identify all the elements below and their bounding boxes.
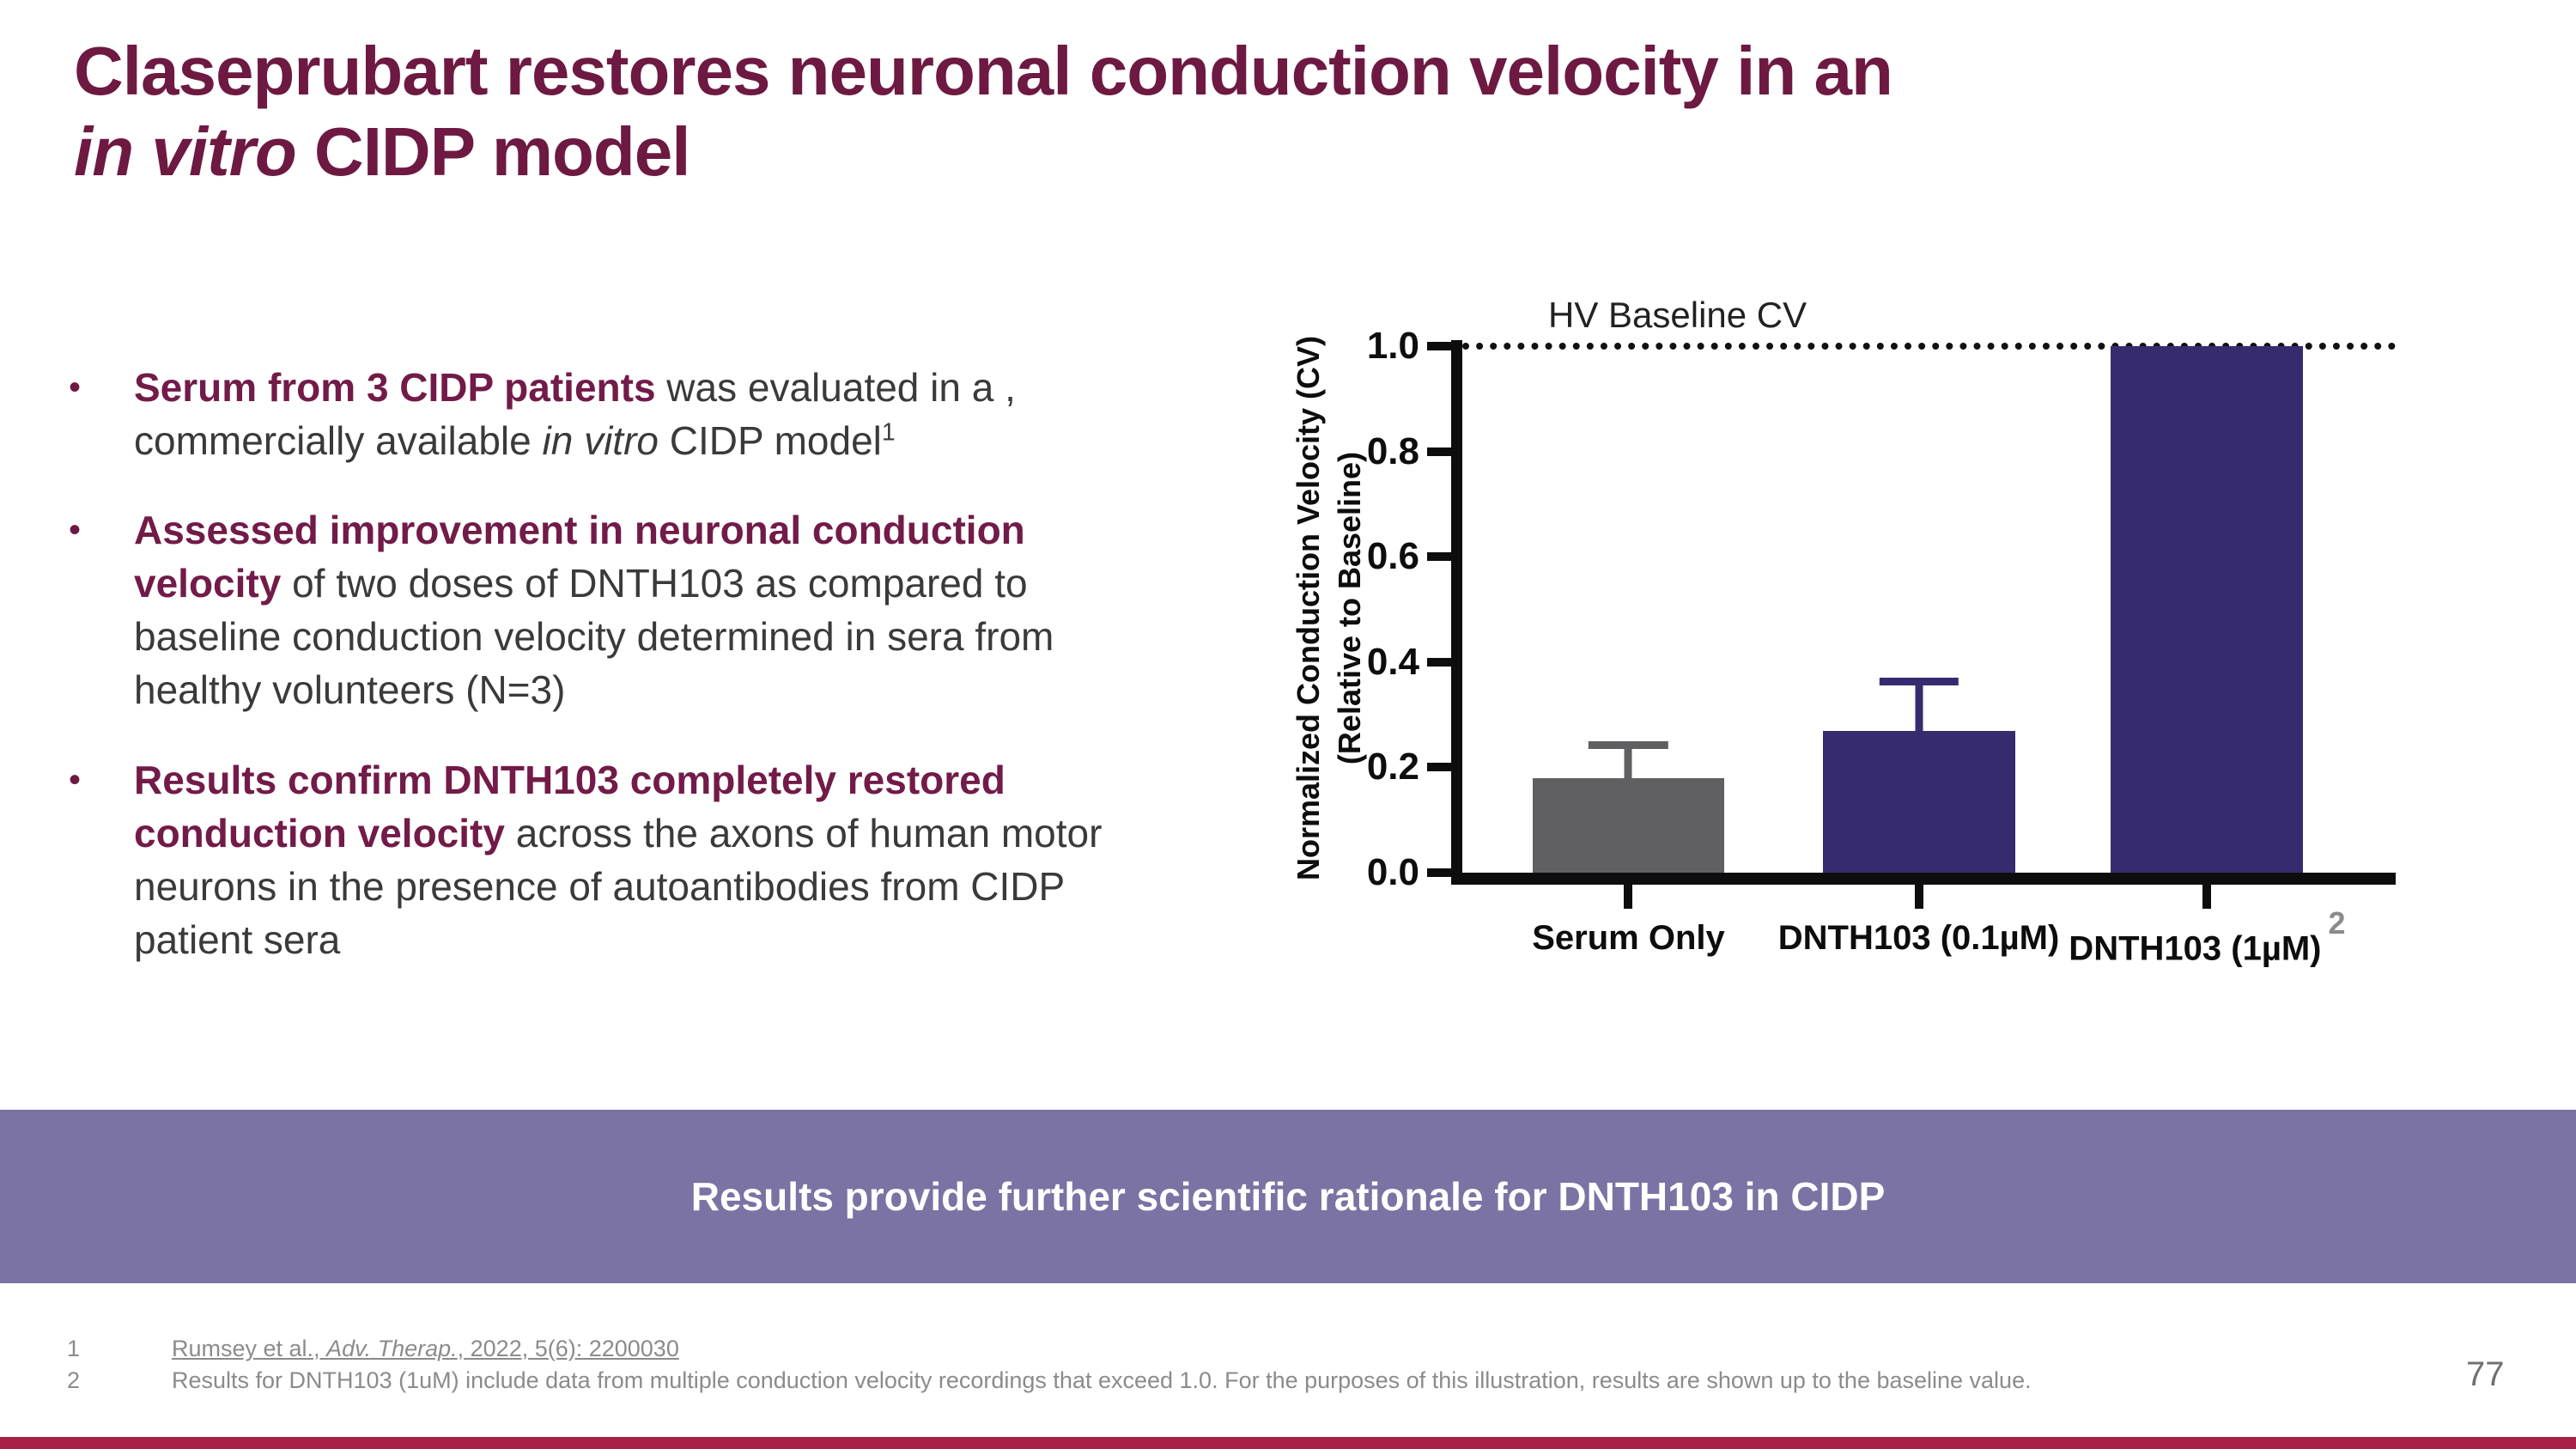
y-tick-label: 0.4 xyxy=(1366,640,1419,683)
x-axis-line xyxy=(1451,873,2396,885)
error-bar-cap xyxy=(1589,740,1668,749)
y-axis-tick xyxy=(1427,342,1451,350)
footnote-1-journal: Adv. Therap. xyxy=(326,1336,458,1361)
footnotes: 1 Rumsey et al., Adv. Therap., 2022, 5(6… xyxy=(67,1333,2032,1397)
error-bar-stem xyxy=(1915,678,1923,731)
x-label-superscript: 2 xyxy=(2328,904,2346,941)
bullet1-bold: Serum from 3 CIDP patients xyxy=(134,365,656,410)
bar-DNTH103 (0.1µM) xyxy=(1822,730,2015,873)
footnote-2-number: 2 xyxy=(67,1367,81,1394)
title-line2-italic: in vitro xyxy=(74,113,297,190)
title-line1: Claseprubart restores neuronal conductio… xyxy=(74,33,1893,109)
conduction-velocity-bar-chart: Normalized Conduction Velocity (CV) (Rel… xyxy=(1271,283,2507,979)
footnote-1-post: , 2022, 5(6): 2200030 xyxy=(457,1336,679,1361)
footnote-2-text: Results for DNTH103 (1uM) include data f… xyxy=(172,1367,2032,1394)
page-title: Claseprubart restores neuronal conductio… xyxy=(74,31,2521,192)
y-axis-title-line2: (Relative to Baseline) xyxy=(1332,451,1367,765)
bullet2-bold: Assessed improvement in neuronal conduct… xyxy=(134,508,1025,606)
bullet-dot: • xyxy=(69,511,82,550)
bullet-list: • Serum from 3 CIDP patients was evaluate… xyxy=(69,361,1159,1002)
bullet1-text2: CIDP model xyxy=(658,418,882,464)
x-category-label: DNTH103 (1µM)2 xyxy=(2069,904,2346,968)
error-bar-stem xyxy=(1624,740,1632,778)
y-axis-title-line1: Normalized Conduction Velocity (CV) xyxy=(1291,335,1327,881)
y-tick-label: 0.2 xyxy=(1366,746,1419,788)
bullet-item-3: • Results confirm DNTH103 completely rest… xyxy=(69,753,1130,966)
page-number: 77 xyxy=(2466,1355,2505,1393)
y-tick-label: 0.0 xyxy=(1366,851,1419,893)
title-line2-rest: CIDP model xyxy=(295,113,691,190)
y-axis-tick xyxy=(1427,447,1451,456)
bullet1-superscript: 1 xyxy=(881,418,896,447)
hv-baseline-label: HV Baseline CV xyxy=(1548,295,1807,335)
footnote-1: 1 Rumsey et al., Adv. Therap., 2022, 5(6… xyxy=(67,1333,2032,1365)
x-category-label: DNTH103 (0.1µM) xyxy=(1777,919,2060,957)
y-axis-tick xyxy=(1427,657,1451,667)
y-axis-tick xyxy=(1427,552,1451,562)
bottom-accent-bar xyxy=(0,1437,2576,1449)
bullet-dot: • xyxy=(69,368,82,406)
y-tick-label: 0.8 xyxy=(1366,429,1419,472)
footnote-1-number: 1 xyxy=(67,1336,81,1361)
y-tick-label: 0.6 xyxy=(1366,535,1419,578)
bullet-item-2: • Assessed improvement in neuronal conduc… xyxy=(69,503,1130,716)
y-axis-title: Normalized Conduction Velocity (CV) (Rel… xyxy=(1288,269,1370,947)
footnote-1-citation[interactable]: Rumsey et al., Adv. Therap., 2022, 5(6):… xyxy=(172,1333,679,1365)
bar-Serum Only xyxy=(1532,777,1725,873)
bar-DNTH103 (1µM) xyxy=(2111,346,2304,873)
bullet3-text: across the axons of human motor neurons … xyxy=(134,810,1103,962)
x-axis-tick xyxy=(2202,885,2212,909)
bullet-dot: • xyxy=(69,760,82,799)
y-axis-tick xyxy=(1427,868,1451,877)
x-axis-tick xyxy=(1624,885,1633,909)
hv-baseline-dotted-line xyxy=(1462,343,2396,350)
bullet-item-1: • Serum from 3 CIDP patients was evaluate… xyxy=(69,361,1130,467)
key-message-banner: Results provide further scientific ratio… xyxy=(0,1110,2576,1283)
y-axis-line xyxy=(1451,340,1462,885)
y-tick-label: 1.0 xyxy=(1366,325,1419,367)
error-bar-cap xyxy=(1879,678,1959,686)
x-category-label: Serum Only xyxy=(1532,919,1725,957)
footnote-1-pre: Rumsey et al., xyxy=(172,1336,327,1361)
bullet1-italic: in vitro xyxy=(542,418,659,464)
bullet2-text: of two doses of DNTH103 as compared to b… xyxy=(134,561,1054,713)
banner-text: Results provide further scientific ratio… xyxy=(690,1174,1886,1219)
y-axis-tick xyxy=(1427,763,1451,772)
bullet1-text: was evaluated in a , commercially availa… xyxy=(134,365,1016,464)
x-axis-tick xyxy=(1914,885,1923,909)
bullet3-bold: Results confirm DNTH103 completely resto… xyxy=(134,757,1005,855)
footnote-2: 2 Results for DNTH103 (1uM) include data… xyxy=(67,1365,2032,1397)
